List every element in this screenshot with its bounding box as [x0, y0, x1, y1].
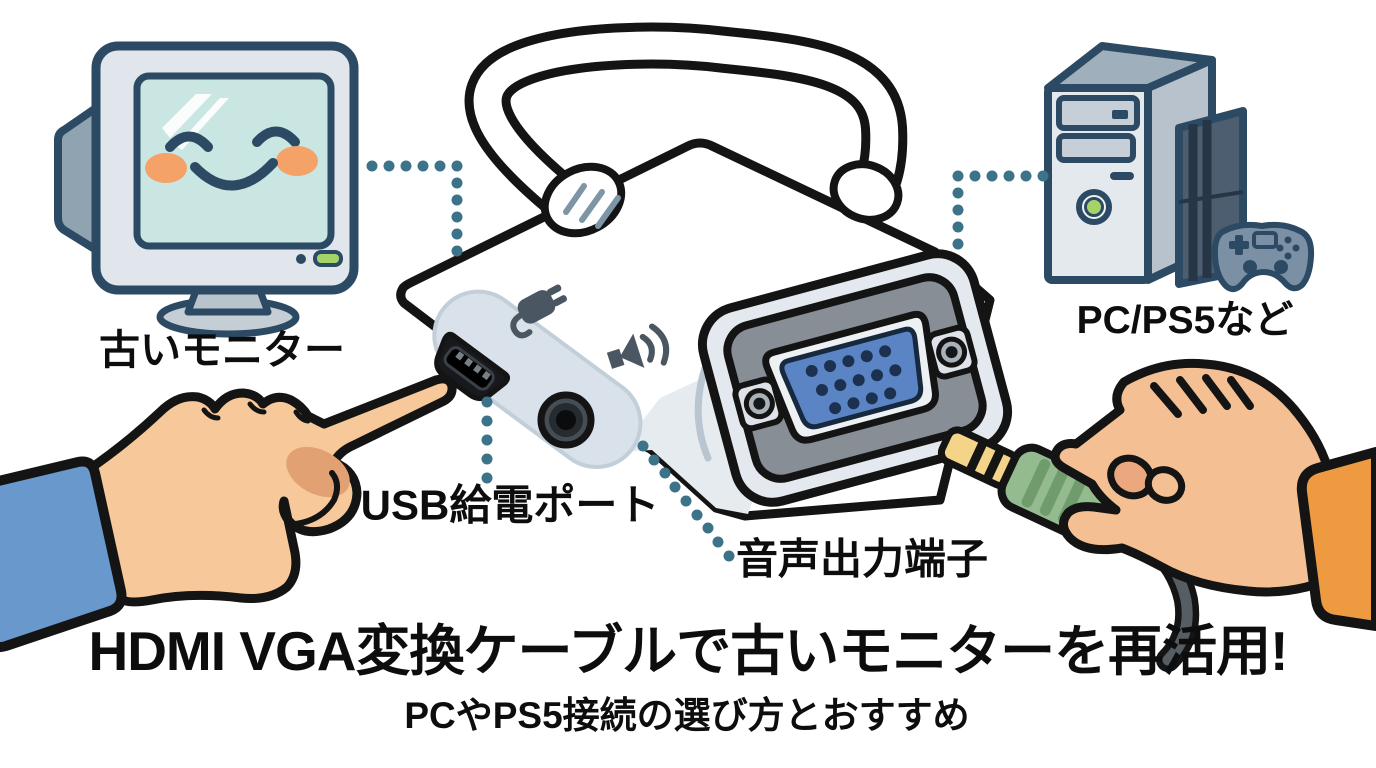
pc-ps5-label: PC/PS5など: [1076, 299, 1294, 342]
palm-shading: [286, 446, 350, 498]
hdmi-cable-loop: [464, 22, 908, 235]
dotted-connector-audio: [637, 440, 735, 562]
caption-subtitle: PCやPS5接続の選び方とおすすめ: [404, 695, 970, 736]
monitor-power-led: [313, 250, 343, 267]
power-plug-icon: [510, 284, 568, 339]
orange-sleeve: [1296, 447, 1376, 631]
vga-connector: [697, 249, 1013, 507]
thumb-crease: [293, 470, 340, 527]
pc-power-button: [1084, 197, 1104, 217]
audio-jack: [537, 391, 595, 449]
dotted-connector-pc: [952, 170, 1049, 250]
audio-output-jack-label: 音声出力端子: [735, 535, 989, 583]
dotted-connector-usb: [481, 396, 493, 484]
holding-hand-illustration: [937, 358, 1376, 672]
cable-strain-reliefs: [540, 160, 903, 238]
old-monitor-label: 古いモニター: [99, 327, 345, 373]
vga-screw-right: [925, 324, 978, 380]
game-controller-illustration: [1211, 221, 1315, 292]
curled-finger: [1144, 466, 1186, 504]
caption-title: HDMI VGA変換ケーブルで古いモニターを再活用!: [88, 620, 1288, 682]
monitor-smiley-face: [145, 126, 318, 191]
vga-screw-left: [732, 376, 785, 432]
finger-creases: [1150, 374, 1254, 418]
blue-sleeve: [0, 456, 127, 653]
speaker-icon: [606, 323, 670, 369]
vga-pins: [805, 345, 902, 415]
pc-tower: [1044, 42, 1216, 284]
usb-power-port-label: USB給電ポート: [360, 481, 660, 529]
pointing-hand-illustration: [0, 374, 457, 653]
crt-monitor-illustration: [54, 41, 359, 338]
dotted-connector-monitor: [366, 160, 463, 257]
pc-ps5-illustration: [1044, 42, 1315, 292]
